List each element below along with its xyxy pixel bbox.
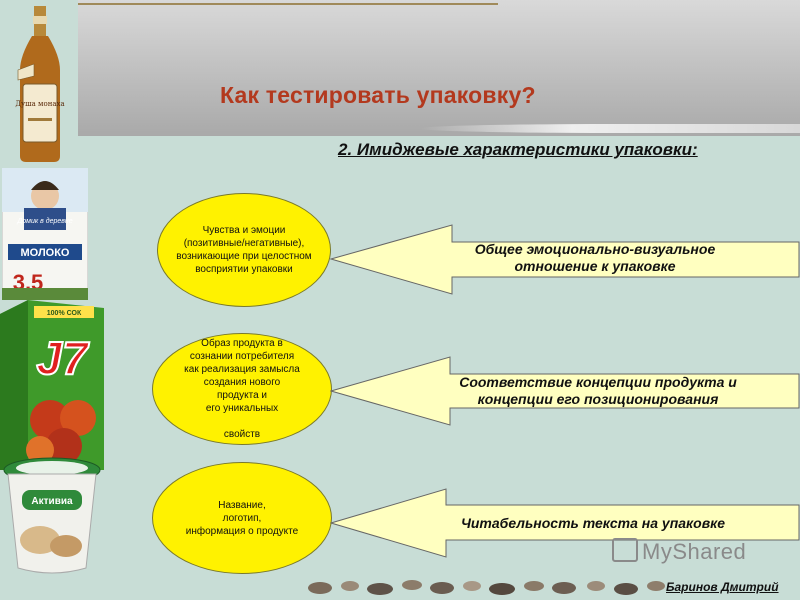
watermark-icon xyxy=(612,538,638,562)
arrow-3 xyxy=(330,488,800,558)
arrow-line: Соответствие концепции продукта и xyxy=(459,374,737,390)
juice-tag: 100% СОК xyxy=(47,310,82,317)
oval-text: Образ продукта в сознании потребителя как … xyxy=(184,337,300,441)
bottle-label: Душа монаха xyxy=(15,100,64,108)
yogurt-brand: Активиа xyxy=(31,496,73,507)
oval-text: Чувства и эмоции (позитивные/негативные),… xyxy=(176,224,311,276)
oval-naming: Название,логотип,информация о продукте xyxy=(152,462,332,574)
bottle-image: Душа монаха xyxy=(15,6,65,162)
yogurt-image: Активиа xyxy=(3,457,101,574)
oval-line: создания нового xyxy=(203,377,281,388)
oval-line: как реализация замысла xyxy=(184,364,300,375)
oval-line: свойств xyxy=(223,429,261,440)
header-line xyxy=(78,3,498,5)
oval-line: логотип, xyxy=(222,512,262,524)
header-band xyxy=(78,0,800,136)
product-images: Душа монаха Домик в деревне МОЛОКО 3,5 1… xyxy=(0,0,104,600)
author-credit: Баринов Дмитрий xyxy=(666,580,779,594)
slide-subtitle: 2. Имиджевые характеристики упаковки: xyxy=(338,140,698,159)
oval-line: продукта и xyxy=(216,390,268,401)
oval-emotions: Чувства и эмоции (позитивные/негативные),… xyxy=(157,193,331,307)
arrow-line: Читабельность текста на упаковке xyxy=(460,515,726,531)
oval-line: (позитивные/негативные), xyxy=(183,238,305,249)
arrow-line: отношение к упаковке xyxy=(514,258,676,274)
watermark: MyShared xyxy=(612,538,746,565)
milk-brand: Домик в деревне xyxy=(16,217,72,225)
milk-label: МОЛОКО xyxy=(21,247,70,259)
oval-line: сознании потребителя xyxy=(189,351,295,362)
arrow-line: Общее эмоционально-визуальное xyxy=(474,241,716,257)
oval-text: Название,логотип,информация о продукте xyxy=(186,499,298,538)
oval-line: восприятии упаковки xyxy=(195,264,293,275)
arrow-line: концепции его позиционирования xyxy=(477,391,719,407)
oval-line: Название, xyxy=(218,499,266,511)
oval-line xyxy=(184,415,300,428)
footer-stones xyxy=(308,580,665,595)
oval-line: информация о продукте xyxy=(185,525,299,537)
arrow-3-text: Читабельность текста на упаковке xyxy=(440,515,746,532)
slide-title: Как тестировать упаковку? xyxy=(220,82,536,108)
oval-line: его уникальных xyxy=(205,403,279,414)
juice-box-image: 100% СОК J7 xyxy=(0,300,104,470)
juice-brand: J7 xyxy=(36,332,90,384)
oval-line: Чувства и эмоции xyxy=(202,225,286,236)
arrow-2 xyxy=(330,356,800,426)
arrow-1 xyxy=(330,224,800,295)
header-swoosh xyxy=(420,124,800,133)
oval-line: Образ продукта в xyxy=(201,338,283,349)
oval-line: возникающие при целостном xyxy=(176,251,312,262)
oval-product-image: Образ продукта в сознании потребителя как … xyxy=(152,333,332,445)
watermark-text: MyShared xyxy=(642,539,747,564)
milk-carton-image: Домик в деревне МОЛОКО 3,5 xyxy=(2,168,88,300)
